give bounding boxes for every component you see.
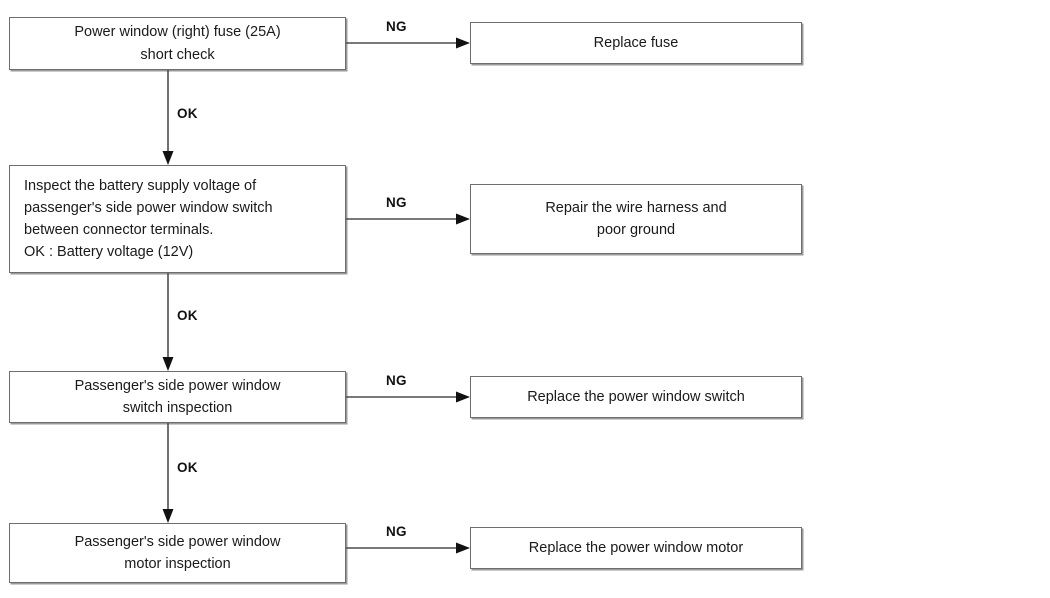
edge-label-ok-step-1: OK: [177, 106, 198, 121]
edge-label-ok-step-3: OK: [177, 460, 198, 475]
check-box-step-3-text: Passenger's side power window switch ins…: [74, 377, 281, 416]
action-box-step-1-text: Replace fuse: [593, 34, 679, 51]
action-box-step-4-text: Replace the power window motor: [528, 539, 744, 556]
edge-label-ng-step-3: NG: [386, 373, 407, 388]
check-box-step-4-text: Passenger's side power window motor insp…: [74, 533, 281, 572]
check-box-step-2[interactable]: Inspect the battery supply voltage of pa…: [9, 165, 346, 273]
connector-step-2-ng: [346, 213, 470, 225]
action-box-step-2-text: Repair the wire harness and poor ground: [545, 199, 727, 238]
edge-label-ng-step-2: NG: [386, 195, 407, 210]
action-box-step-1[interactable]: Replace fuse: [470, 22, 802, 64]
check-box-step-1[interactable]: Power window (right) fuse (25A) short ch…: [9, 17, 346, 70]
connector-step-3-ng: [346, 391, 470, 403]
action-box-step-2[interactable]: Repair the wire harness and poor ground: [470, 184, 802, 254]
action-box-step-3[interactable]: Replace the power window switch: [470, 376, 802, 418]
connector-step-2-ok: [162, 273, 174, 371]
edge-label-ng-step-4: NG: [386, 524, 407, 539]
connector-step-1-ng: [346, 37, 470, 49]
edge-label-ng-step-1: NG: [386, 19, 407, 34]
action-box-step-4[interactable]: Replace the power window motor: [470, 527, 802, 569]
check-box-step-2-text: Inspect the battery supply voltage of pa…: [24, 177, 273, 261]
connector-step-3-ok: [162, 423, 174, 523]
edge-label-ok-step-2: OK: [177, 308, 198, 323]
connector-step-4-ng: [346, 542, 470, 554]
action-box-step-3-text: Replace the power window switch: [527, 388, 745, 405]
check-box-step-1-text: Power window (right) fuse (25A) short ch…: [74, 24, 281, 63]
connector-step-1-ok: [162, 70, 174, 165]
check-box-step-3[interactable]: Passenger's side power window switch ins…: [9, 371, 346, 423]
check-box-step-4[interactable]: Passenger's side power window motor insp…: [9, 523, 346, 583]
